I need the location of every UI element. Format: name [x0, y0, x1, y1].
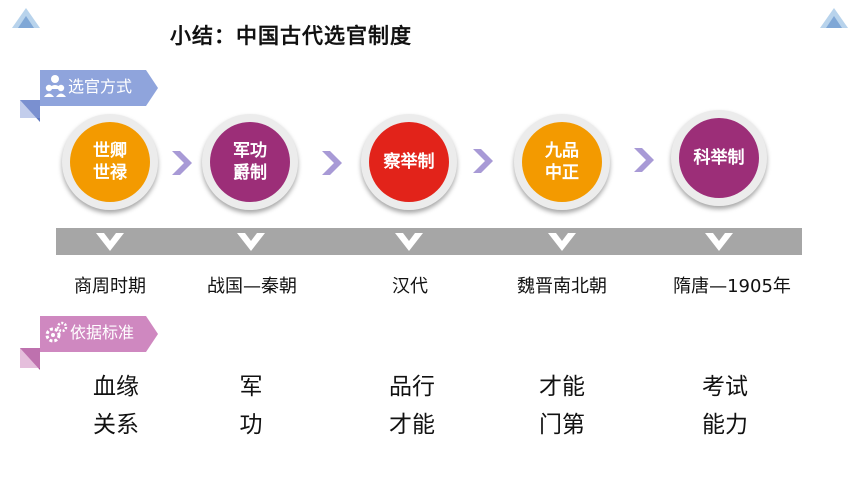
period-2: 战国—秦朝: [207, 276, 297, 297]
tag-ribbon-pink: [20, 316, 158, 370]
chevron-right-icon: [322, 151, 342, 175]
system-5-badge: 科举制: [679, 118, 759, 198]
system-circle-4: 九品 中正: [514, 114, 610, 210]
system-1-line1: 世卿: [93, 141, 127, 161]
system-2-badge: 军功 爵制: [210, 122, 290, 202]
criteria-5-line1: 考试: [702, 374, 748, 400]
system-2-line2: 爵制: [233, 163, 267, 183]
gears-icon: [45, 321, 68, 343]
system-5-line1: 科举制: [693, 148, 745, 168]
system-4-badge: 九品 中正: [522, 122, 602, 202]
system-circle-5: 科举制: [671, 110, 767, 206]
system-circle-1: 世卿 世禄: [62, 114, 158, 210]
criteria-1-line2: 关系: [93, 412, 139, 438]
chevron-down-icon: [548, 233, 576, 251]
chevron-right-icon: [172, 151, 192, 175]
criteria-5-line2: 能力: [702, 412, 748, 438]
system-2-line1: 军功: [233, 141, 267, 161]
period-4: 魏晋南北朝: [517, 276, 607, 297]
criteria-3-line1: 品行: [389, 374, 435, 400]
chevron-down-icon: [705, 233, 733, 251]
chevron-down-icon: [395, 233, 423, 251]
criteria-1-line1: 血缘: [93, 374, 139, 400]
system-3-badge: 察举制: [369, 122, 449, 202]
section-criteria-label: 依据标准: [70, 323, 135, 342]
criteria-4-line2: 门第: [539, 412, 585, 438]
page-title: 小结：中国古代选官制度: [170, 24, 412, 48]
criteria-1: 血缘 关系: [56, 368, 176, 444]
timeline-bar: [56, 228, 802, 255]
criteria-2-line1: 军: [239, 374, 263, 400]
criteria-3-line2: 才能: [389, 412, 435, 438]
system-3-line1: 察举制: [383, 152, 435, 172]
system-1-line2: 世禄: [93, 163, 127, 183]
section-tag-criteria: 依据标准: [20, 312, 160, 370]
system-circle-2: 军功 爵制: [202, 114, 298, 210]
chevron-right-icon: [473, 149, 493, 173]
section-tag-method: 选官方式: [20, 66, 160, 122]
criteria-5: 考试 能力: [665, 368, 785, 444]
tag-ribbon-blue: [20, 70, 158, 122]
criteria-4-line1: 才能: [539, 374, 585, 400]
section-method-label: 选官方式: [68, 77, 133, 96]
system-4-line1: 九品: [545, 141, 579, 161]
chevron-right-icon: [634, 148, 654, 172]
users-icon: [44, 75, 66, 97]
corner-triangle-left-icon: [12, 8, 40, 28]
criteria-2: 军 功: [191, 368, 311, 444]
system-1-badge: 世卿 世禄: [70, 122, 150, 202]
criteria-3: 品行 才能: [352, 368, 472, 444]
chevron-down-icon: [237, 233, 265, 251]
system-circle-3: 察举制: [361, 114, 457, 210]
criteria-4: 才能 门第: [502, 368, 622, 444]
period-5: 隋唐—1905年: [673, 276, 791, 297]
system-4-line2: 中正: [545, 163, 579, 183]
period-3: 汉代: [392, 276, 428, 297]
criteria-2-line2: 功: [239, 412, 263, 438]
period-1: 商周时期: [74, 276, 146, 297]
chevron-down-icon: [96, 233, 124, 251]
corner-triangle-right-icon: [820, 8, 848, 28]
